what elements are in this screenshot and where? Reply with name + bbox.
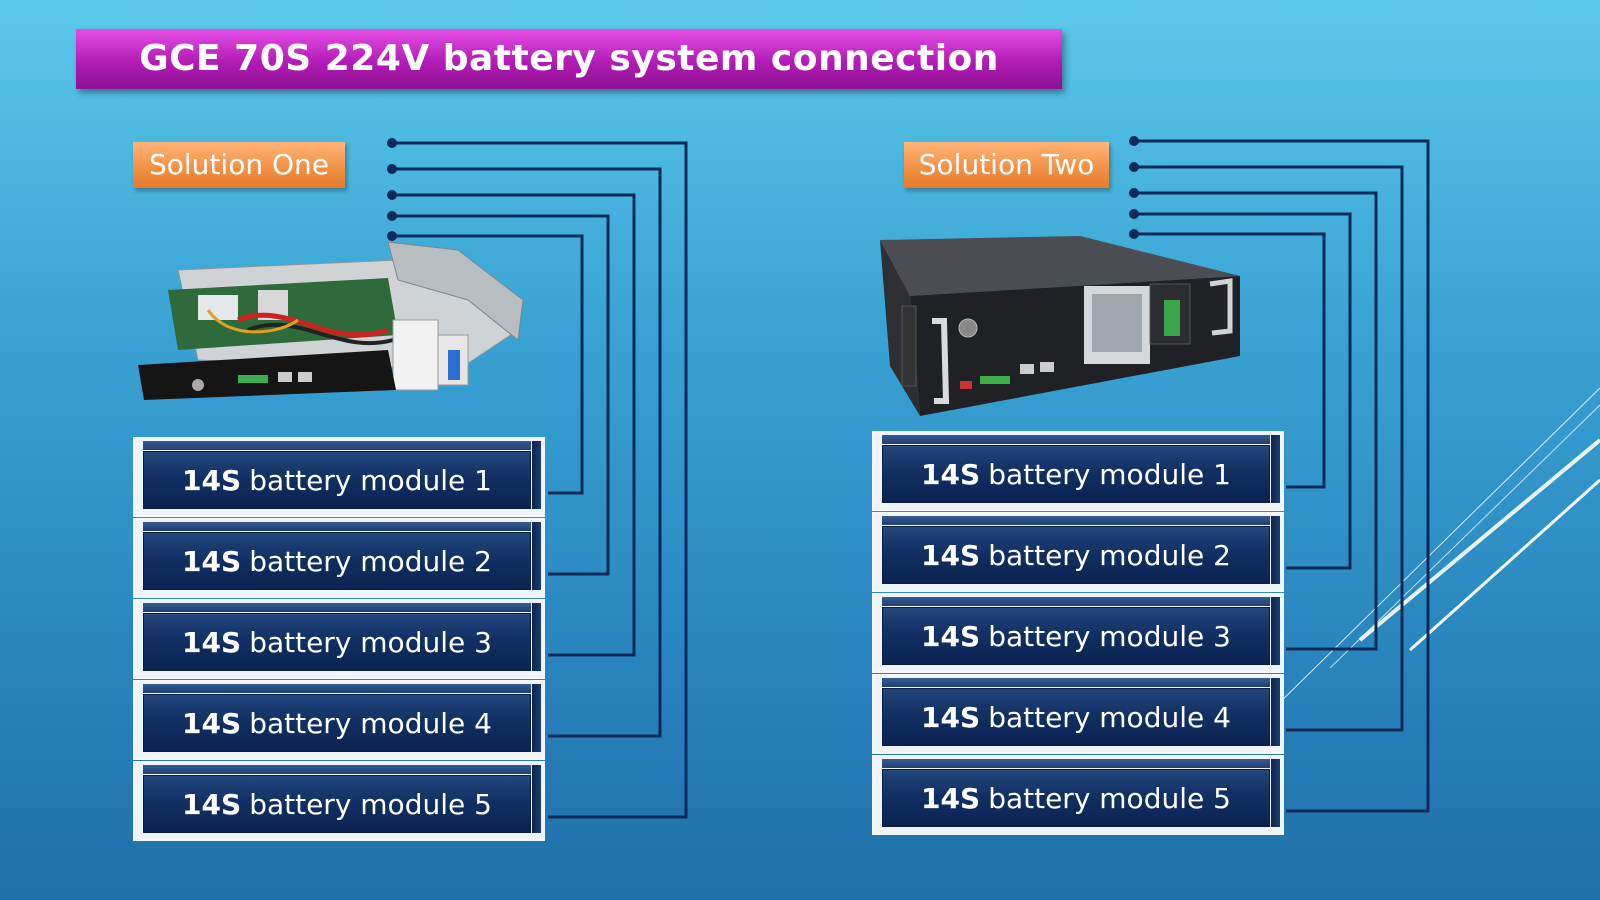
wire-terminal-2-4 xyxy=(1129,209,1139,219)
wire-2-2 xyxy=(1134,165,1404,732)
wire-terminal-2-1 xyxy=(1129,136,1139,146)
wire-terminal-1-4 xyxy=(387,211,397,221)
wire-2-3 xyxy=(1134,191,1378,651)
wire-terminal-1-2 xyxy=(387,164,397,174)
rack-bms-unit-image xyxy=(880,236,1270,416)
page-title: GCE 70S 224V battery system connection xyxy=(76,29,1062,89)
wire-1-2 xyxy=(392,167,662,738)
wire-1-5 xyxy=(392,234,584,495)
wire-terminal-1-5 xyxy=(387,231,397,241)
wire-2-5 xyxy=(1134,232,1326,489)
wire-terminal-1-3 xyxy=(387,190,397,200)
wire-1-1 xyxy=(392,141,688,819)
solution-two-label: Solution Two xyxy=(904,142,1109,188)
wire-1-4 xyxy=(392,214,610,576)
wire-terminal-2-3 xyxy=(1129,188,1139,198)
solution-one-label: Solution One xyxy=(133,142,345,188)
wire-1-3 xyxy=(392,193,636,657)
wire-terminal-2-5 xyxy=(1129,229,1139,239)
bms-controller-board-image xyxy=(138,240,532,400)
wire-terminal-1-1 xyxy=(387,138,397,148)
wire-2-1 xyxy=(1134,139,1430,813)
wire-terminal-2-2 xyxy=(1129,162,1139,172)
wire-2-4 xyxy=(1134,212,1352,570)
